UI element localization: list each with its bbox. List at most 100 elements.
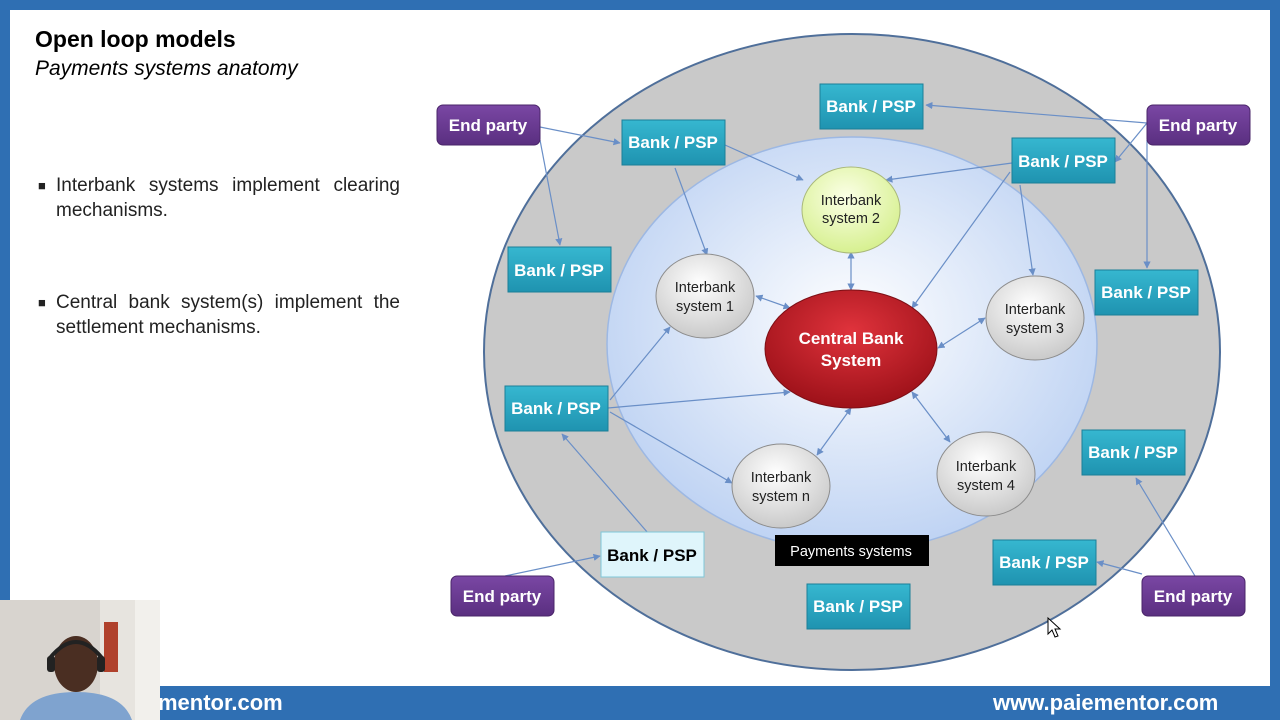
arrow: [1135, 477, 1196, 577]
bank-psp-shape: [1081, 429, 1186, 476]
arrow: [816, 407, 852, 456]
bank-psp-box: Bank / PSP: [992, 539, 1097, 586]
bank-psp-label: Bank / PSP: [514, 261, 604, 280]
bank-psp-label: Bank / PSP: [1018, 152, 1108, 171]
end-party-shape: [436, 104, 541, 146]
presenter-video: [0, 600, 160, 720]
slide-title: Open loop models: [35, 26, 236, 52]
central-bank-shape: [764, 289, 938, 409]
interbank-node: Interbank system n: [731, 443, 831, 529]
arrow: [911, 171, 1011, 309]
bank-psp-label: Bank / PSP: [628, 133, 718, 152]
end-party-shape: [1146, 104, 1251, 146]
arrow: [539, 139, 563, 246]
central-bank-line: System: [821, 351, 881, 370]
footer-right-text: www.paiementor.com: [993, 690, 1219, 715]
interbank-shape: [985, 275, 1085, 361]
interbank-shape: [801, 166, 901, 254]
interbank-node: Interbank system 4: [936, 431, 1036, 517]
arrow: [885, 162, 1013, 183]
arrow: [609, 326, 671, 401]
central-bank-node: Central Bank System: [764, 289, 938, 409]
bullet-text: Interbank systems implement clearing mec…: [56, 175, 400, 221]
bullet-text: Central bank system(s) implement the set…: [56, 292, 400, 338]
bank-psp-label: Bank / PSP: [826, 97, 916, 116]
arrows: [504, 101, 1196, 577]
end-party-box: End party: [450, 575, 555, 617]
bank-psp-label: Bank / PSP: [511, 399, 601, 418]
end-party-label: End party: [463, 587, 542, 606]
bank-psp-label: Bank / PSP: [607, 546, 697, 565]
bullet-square-icon: ■: [38, 178, 46, 193]
bank-psp-label: Bank / PSP: [1088, 443, 1178, 462]
bank-psp-shape: [600, 531, 705, 578]
payments-systems-box: [775, 535, 929, 566]
bank-psp-box: Bank / PSP: [806, 583, 911, 630]
end-party-label: End party: [1154, 587, 1233, 606]
arrow: [1019, 184, 1036, 276]
interbank-label: system 4: [957, 478, 1015, 494]
arrow: [755, 294, 791, 310]
bank-psp-shape: [507, 246, 612, 293]
end-party-shape: [450, 575, 555, 617]
bank-psp-shape: [504, 385, 609, 432]
bank-psp-box: Bank / PSP: [504, 385, 609, 432]
end-party-box: End party: [436, 104, 541, 146]
payments-systems-text: Payments systems: [790, 544, 912, 560]
bank-psp-box: Bank / PSP: [1094, 269, 1199, 316]
end-party-shape: [1141, 575, 1246, 617]
bullet-item: ■ Interbank systems implement clearing m…: [38, 173, 400, 223]
interbank-node: Interbank system 1: [655, 253, 755, 339]
bank-psp-box-highlighted: Bank / PSP: [600, 531, 705, 578]
interbank-label: system n: [752, 489, 810, 505]
arrow: [724, 144, 804, 181]
arrow: [925, 101, 1148, 124]
bank-psp-shape: [1094, 269, 1199, 316]
bank-psp-shape: [992, 539, 1097, 586]
arrow: [609, 411, 733, 484]
interbank-label: system 3: [1006, 321, 1064, 337]
slide-subtitle: Payments systems anatomy: [35, 57, 298, 80]
interbank-label: Interbank: [675, 280, 736, 296]
interbank-label: Interbank: [1005, 302, 1066, 318]
arrow: [937, 317, 986, 349]
mouse-cursor-icon: [1047, 616, 1062, 638]
interbank-label: system 2: [822, 211, 880, 227]
end-party-box: End party: [1141, 575, 1246, 617]
footer-left-text: mentor.com: [158, 690, 283, 715]
interbank-node: Interbank system 2: [801, 166, 901, 254]
interbank-shape: [936, 431, 1036, 517]
bank-psp-label: Bank / PSP: [1101, 283, 1191, 302]
end-party-box: End party: [1146, 104, 1251, 146]
arrow: [1114, 122, 1148, 163]
bank-psp-label: Bank / PSP: [999, 553, 1089, 572]
bank-psp-box: Bank / PSP: [1081, 429, 1186, 476]
interbank-shape: [731, 443, 831, 529]
payments-systems-label: Payments systems: [775, 535, 929, 566]
interbank-label: Interbank: [821, 193, 882, 209]
end-party-label: End party: [1159, 116, 1238, 135]
bullet-square-icon: ■: [38, 295, 46, 310]
interbank-shape: [655, 253, 755, 339]
top-band: [0, 0, 1280, 10]
webcam-overlay: [0, 600, 160, 720]
central-bank-line: Central Bank: [799, 329, 904, 348]
arrow: [607, 388, 791, 409]
arrow: [911, 391, 951, 443]
bank-psp-box: Bank / PSP: [819, 83, 924, 130]
bank-psp-shape: [819, 83, 924, 130]
arrow: [561, 433, 649, 534]
arrow: [1096, 560, 1143, 575]
arrow: [539, 126, 621, 146]
bank-psp-label: Bank / PSP: [813, 597, 903, 616]
end-party-label: End party: [449, 116, 528, 135]
interbank-label: Interbank: [956, 459, 1017, 475]
bank-psp-box: Bank / PSP: [621, 119, 726, 166]
bank-psp-shape: [1011, 137, 1116, 184]
arrow: [674, 167, 709, 256]
bank-psp-shape: [621, 119, 726, 166]
arrow: [504, 553, 601, 577]
bank-psp-shape: [806, 583, 911, 630]
bank-psp-box: Bank / PSP: [1011, 137, 1116, 184]
